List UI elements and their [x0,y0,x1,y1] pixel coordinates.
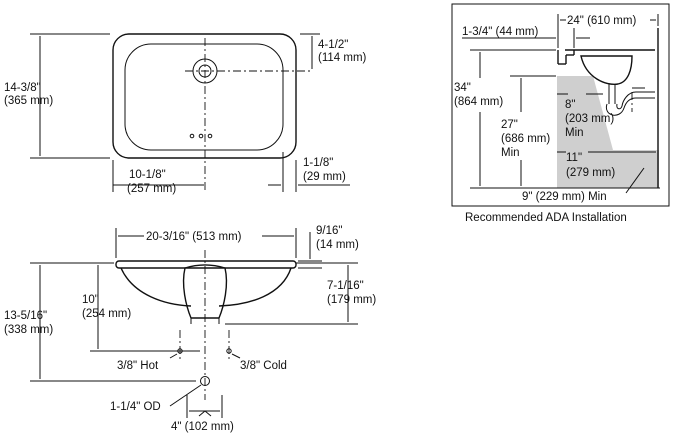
depth-dim: 24" (610 mm) [567,15,636,27]
knee-depth-dim-line3: Min [565,127,584,139]
drain-offset-dim-line2: (114 mm) [318,52,367,64]
knee-clearance-zone [557,76,613,150]
height-dim-line2: (365 mm) [4,95,53,107]
ada-frame [451,3,670,207]
rim-height-dim-line2: (864 mm) [454,96,503,108]
spacing-dim: 4" (102 mm) [171,421,234,433]
faucet-hole-1 [189,133,195,139]
ada-bowl [580,55,633,85]
width-dim: 20-3/16" (513 mm) [146,231,242,243]
cold-supply-marker [226,348,232,354]
rim-thickness-dim-line2: (14 mm) [316,239,359,251]
drain-depth-dim-line2: (254 mm) [82,308,131,320]
knee-clearance-dim-line2: (686 mm) [501,133,550,145]
rim-thickness-dim-line1: 9/16" [316,225,342,237]
faucet-hole-2 [198,133,204,139]
sink-rim-profile [115,260,297,269]
drain-offset-dim-line1: 4-1/2" [318,39,348,51]
half-width-dim-line1: 10-1/8" [129,169,166,181]
cold-label: 3/8" Cold [240,360,287,372]
knee-clearance-dim-line3: Min [501,147,520,159]
knee-depth-dim-line1: 8" [565,99,575,111]
faucet-hole-3 [207,133,213,139]
toe-height-dim: 9" (229 mm) Min [522,191,607,203]
drain-body [182,264,228,319]
rim-height-dim-line1: 34" [454,82,471,94]
outlet-marker [200,376,210,386]
bowl-depth-dim-line2: (179 mm) [327,294,376,306]
rim-dim-line2: (29 mm) [303,171,346,183]
height-dim-line1: 14-3/8" [4,82,41,94]
sink-outer-rim [112,33,297,159]
toe-depth-dim-line2: (279 mm) [566,167,615,179]
knee-depth-dim-line2: (203 mm) [565,113,614,125]
front-offset-dim: 1-3/4" (44 mm) [462,26,538,38]
ada-installation-inset: 24" (610 mm) 1-3/4" (44 mm) 34" (864 mm)… [451,3,670,224]
bowl-depth-dim-line1: 7-1/16" [327,280,364,292]
half-width-dim-line2: (257 mm) [127,183,176,195]
bowl-profile [120,267,292,307]
sink-bowl [124,43,284,151]
front-view: 20-3/16" (513 mm) 9/16" (14 mm) 7-1/16" … [4,225,376,433]
hot-label: 3/8" Hot [117,360,159,372]
drain-depth-dim-line1: 10" [82,294,99,306]
overall-depth-dim-line2: (338 mm) [4,324,53,336]
ada-caption: Recommended ADA Installation [465,212,627,224]
hot-supply-marker [177,348,183,354]
rim-dim-line1: 1-1/8" [303,157,333,169]
outlet-label: 1-1/4" OD [110,401,161,413]
overall-depth-dim-line1: 13-5/16" [4,310,47,322]
toe-depth-dim-line1: 11" [566,152,582,164]
top-view: 14-3/8" (365 mm) 4-1/2" (114 mm) 10-1/8"… [4,33,367,195]
toe-clearance-zone [557,150,659,188]
knee-clearance-dim-line1: 27" [501,119,518,131]
